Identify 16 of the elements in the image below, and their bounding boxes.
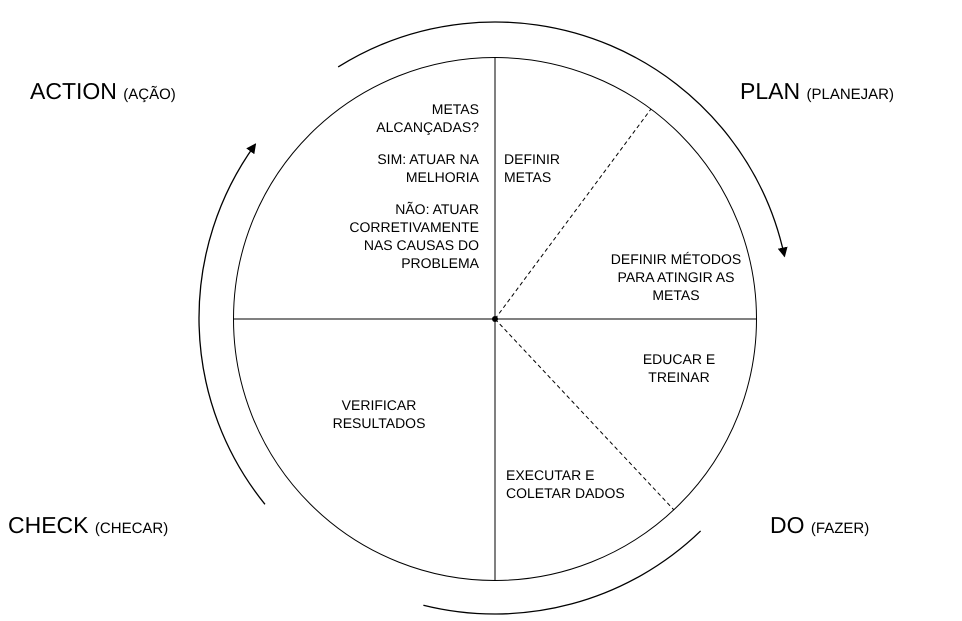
phase-translation: (FAZER) <box>810 520 870 537</box>
segment-text: VERIFICAR RESULTADOS <box>332 396 426 432</box>
phase-label: DO <box>770 512 804 538</box>
phase-label: CHECK <box>8 512 89 538</box>
segment-text: NÃO: ATUAR CORRETIVAMENTE NAS CAUSAS DO PROBLEMA <box>348 200 479 272</box>
segment-text: DEFINIR METAS <box>504 150 561 186</box>
phase-translation: (PLANEJAR) <box>806 86 894 103</box>
segment-text: DEFINIR MÉTODOS PARA ATINGIR AS METAS <box>610 250 742 304</box>
segment-text: SIM: ATUAR NA MELHORIA <box>376 150 479 186</box>
segment-text: EDUCAR E TREINAR <box>642 350 716 386</box>
segment-text: EXECUTAR E COLETAR DADOS <box>506 466 626 502</box>
phase-translation: (AÇÃO) <box>123 86 176 103</box>
phase-label: PLAN <box>740 78 800 104</box>
phase-label: ACTION <box>30 78 117 104</box>
segment-text: METAS ALCANÇADAS? <box>375 100 479 136</box>
phase-translation: (CHECAR) <box>94 520 168 537</box>
